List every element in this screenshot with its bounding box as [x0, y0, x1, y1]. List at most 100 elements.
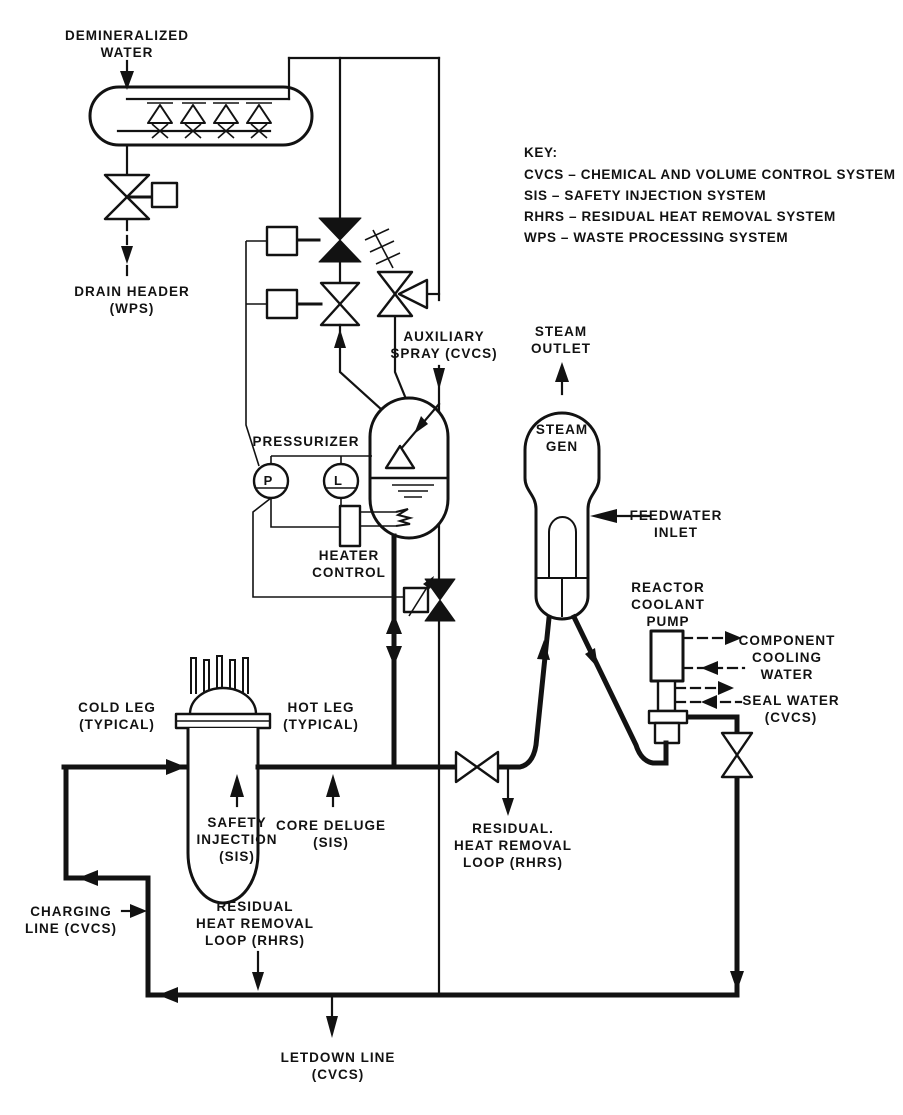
letdown-down-arrow-icon	[326, 1016, 338, 1038]
discharge-valve-icon	[720, 731, 754, 779]
key-entry-cvcs: CVCS – CHEMICAL AND VOLUME CONTROL SYSTE…	[524, 167, 896, 182]
rhr-mid-callout: RESIDUAL. HEAT REMOVAL LOOP (RHRS)	[454, 768, 572, 870]
reactor-vessel	[174, 655, 272, 905]
core-deluge-up-arrow-icon	[326, 774, 340, 797]
rhr-mid-label: RESIDUAL.	[472, 821, 554, 836]
core-deluge-label-2: (SIS)	[313, 835, 349, 850]
drain-valve-actuator-icon	[150, 181, 179, 209]
pump-casing-icon	[653, 721, 681, 745]
steam-outlet-arrow-icon	[555, 362, 569, 382]
pump-service-lines	[674, 631, 746, 709]
charging-right-arrow-icon	[130, 904, 147, 918]
steam-outlet-label: STEAM	[535, 324, 587, 339]
key-heading: KEY:	[524, 145, 558, 160]
cold-leg-label-2: (TYPICAL)	[79, 717, 155, 732]
pressurizer-label: PRESSURIZER	[252, 434, 359, 449]
spray-control-valve-icon	[402, 576, 456, 622]
rhr-mid-label-3: LOOP (RHRS)	[463, 855, 563, 870]
hot-leg-callout: HOT LEG (TYPICAL)	[283, 700, 359, 732]
key-entry-sis: SIS – SAFETY INJECTION SYSTEM	[524, 188, 766, 203]
porv-valve-icon	[265, 281, 361, 327]
hot-leg-label-2: (TYPICAL)	[283, 717, 359, 732]
hot-leg-to-sg-pipe	[495, 615, 552, 770]
safety-injection-callout: SAFETY INJECTION (SIS)	[196, 774, 277, 864]
demineralized-water-inlet: DEMINERALIZED WATER	[65, 28, 189, 90]
drain-valve-icon	[103, 173, 179, 221]
spray-arrow-icon	[414, 416, 428, 434]
hot-leg-valve-icon	[454, 750, 500, 784]
heater-control-box-icon	[338, 504, 362, 548]
ccw-in-arrow-icon	[701, 661, 718, 675]
block-valve-actuator-icon	[265, 225, 299, 257]
safety-injection-label-3: (SIS)	[219, 849, 255, 864]
pressure-instrument-icon	[252, 462, 290, 500]
feedwater-inlet-label: FEEDWATER	[630, 508, 723, 523]
demineralized-water-label-2: WATER	[101, 45, 154, 60]
sg-inlet-up-arrow-icon	[537, 640, 550, 660]
control-arrow-icon	[423, 576, 434, 589]
rhr-bottom-label-3: LOOP (RHRS)	[205, 933, 305, 948]
spray-nozzle-icon	[384, 444, 416, 470]
core-deluge-callout: CORE DELUGE (SIS)	[276, 774, 386, 850]
instrument-sense-lines	[270, 455, 372, 464]
drain-down-arrow-icon	[121, 246, 133, 264]
pressurizer: PRESSURIZER	[252, 396, 450, 540]
relief-valve-train	[245, 56, 384, 467]
auxiliary-spray-label: AUXILIARY	[403, 329, 484, 344]
loop-return-pipe	[63, 764, 151, 996]
demineralized-water-label: DEMINERALIZED	[65, 28, 189, 43]
steam-generator: STEAM GEN STEAM OUTLET FEEDWATER INLET	[523, 324, 723, 621]
down-arrow-icon	[433, 368, 445, 390]
downcomer-arrow-icon	[730, 971, 744, 991]
spray-nozzle-icons	[147, 102, 272, 124]
nozzle-cones	[147, 104, 272, 124]
key-legend: KEY: CVCS – CHEMICAL AND VOLUME CONTROL …	[524, 145, 896, 245]
vessel-head-dome	[188, 686, 258, 715]
component-cooling-label-3: WATER	[761, 667, 814, 682]
sg-tube-bundle-icon	[537, 516, 587, 617]
seal-out-arrow-icon	[718, 681, 734, 695]
steam-outlet-label-2: OUTLET	[531, 341, 591, 356]
cold-leg-label: COLD LEG	[78, 700, 156, 715]
feedwater-inlet-label-2: INLET	[654, 525, 698, 540]
component-cooling-label: COMPONENT	[739, 633, 836, 648]
letdown-line-label: LETDOWN LINE	[281, 1050, 396, 1065]
rhr-bottom-label-2: HEAT REMOVAL	[196, 916, 314, 931]
steam-gen-label-2: GEN	[546, 439, 578, 454]
component-cooling-label-2: COOLING	[752, 650, 822, 665]
drain-header-label: DRAIN HEADER	[74, 284, 190, 299]
level-instrument-letter: L	[334, 473, 342, 488]
spring-hatch-icon	[364, 228, 401, 269]
rcp-label-3: PUMP	[646, 614, 689, 629]
return-left-arrow-icon	[78, 870, 98, 886]
bottom-left-arrow-icon	[158, 987, 178, 1003]
ccw-out-arrow-icon	[725, 631, 742, 645]
demin-down-arrow-icon	[120, 71, 134, 90]
instrumentation: P L HEATER CONTROL	[252, 455, 404, 598]
cold-leg-callout: COLD LEG (TYPICAL)	[78, 700, 156, 732]
steam-gen-label: STEAM	[536, 422, 588, 437]
porv-actuator-icon	[265, 288, 299, 320]
reactor-coolant-pump: REACTOR COOLANT PUMP COMPONENT COOLING W…	[631, 580, 839, 765]
vessel-body-outline	[186, 728, 260, 905]
sparger-x-marks	[151, 123, 268, 139]
pump-discharge-pipe	[684, 714, 740, 736]
heater-control-label: HEATER	[319, 548, 380, 563]
water-ripple-lines	[392, 484, 434, 498]
surge-up-arrow-icon	[386, 614, 402, 634]
heater-element-icon	[395, 508, 414, 527]
letdown-line-callout: LETDOWN LINE (CVCS)	[281, 996, 396, 1082]
heater-wires	[360, 511, 396, 527]
cold-leg-arrow-icon	[166, 759, 186, 775]
auxiliary-spray-callout: AUXILIARY SPRAY (CVCS)	[390, 329, 496, 361]
charging-line-label: CHARGING	[30, 904, 112, 919]
pressurizer-relief-tank	[88, 56, 314, 147]
rhr-bottom-down-arrow-icon	[252, 972, 264, 991]
pressure-control-signal-line	[245, 240, 267, 467]
core-deluge-label: CORE DELUGE	[276, 818, 386, 833]
rhr-mid-label-2: HEAT REMOVAL	[454, 838, 572, 853]
drain-assembly: DRAIN HEADER (WPS)	[74, 143, 190, 316]
si-up-arrow-icon	[230, 774, 244, 797]
